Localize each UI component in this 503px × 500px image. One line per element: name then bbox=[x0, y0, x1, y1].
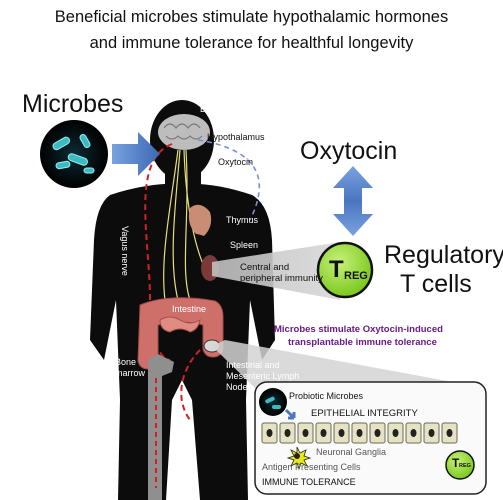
hypothalamus-label: Hypothalamus bbox=[207, 132, 265, 142]
bone-label-2: marrow bbox=[115, 368, 146, 378]
stimulate-line-1: Microbes stimulate Oxytocin-induced bbox=[274, 324, 443, 335]
brain-icon bbox=[158, 114, 210, 150]
oxytocin-label: Oxytocin bbox=[300, 137, 398, 165]
treg-circle bbox=[316, 241, 374, 299]
lymph-label-1: Intestinal and bbox=[226, 360, 280, 370]
small-treg-t: T bbox=[452, 456, 460, 470]
tolerance-label: IMMUNE TOLERANCE bbox=[262, 477, 356, 487]
intestine-label: Intestine bbox=[172, 304, 207, 314]
probiotic-arrow-icon bbox=[284, 408, 296, 420]
bone-label-1: Bone bbox=[115, 357, 137, 367]
stimulate-line-2: transplantable immune tolerance bbox=[288, 337, 437, 348]
oxytocin-treg-double-arrow bbox=[333, 166, 373, 236]
small-treg-sub: REG bbox=[459, 463, 471, 469]
microbes-image-icon bbox=[40, 120, 108, 188]
central-immunity-label-1: Central and bbox=[240, 262, 290, 273]
epithelial-label: EPITHELIAL INTEGRITY bbox=[311, 408, 418, 419]
oxytocin-path bbox=[197, 139, 260, 221]
thymus-icon bbox=[188, 204, 212, 236]
spleen-treg-beam bbox=[212, 242, 340, 300]
ganglia-label: Neuronal Ganglia bbox=[316, 447, 387, 457]
cell-nuclei bbox=[266, 429, 453, 437]
small-treg-circle bbox=[445, 450, 475, 480]
title-line-1: Beneficial microbes stimulate hypothalam… bbox=[54, 8, 449, 26]
oxytocin-small-label: Oxytocin bbox=[218, 157, 254, 167]
lymph-label-2: Mesenteric Lymph bbox=[226, 371, 300, 381]
spleen-label: Spleen bbox=[230, 240, 259, 250]
probiotic-microbe-icon bbox=[259, 388, 287, 416]
bone-icon bbox=[148, 354, 174, 500]
lymph-label-3: Node bbox=[226, 382, 248, 392]
t-cells-label: T cells bbox=[400, 270, 472, 298]
treg-sub: REG bbox=[344, 270, 368, 282]
microbes-label: Microbes bbox=[22, 90, 124, 118]
vagus-lower-path bbox=[180, 349, 201, 421]
central-immunity-label-2: peripheral immunity bbox=[240, 273, 323, 284]
lymph-inset-beam bbox=[212, 340, 485, 388]
microbes-to-brain-arrow bbox=[112, 132, 160, 176]
regulatory-label: Regulatory bbox=[384, 241, 503, 269]
vagus-nerve-label: Vagus nerve bbox=[120, 226, 130, 276]
thymus-label: Thymus bbox=[226, 215, 259, 225]
treg-t: T bbox=[329, 256, 344, 283]
apc-label: Antigen Presenting Cells bbox=[262, 462, 361, 472]
probiotic-label: Probiotic Microbes bbox=[289, 391, 364, 401]
vagus-nerve-path bbox=[144, 143, 173, 361]
title-line-2: and immune tolerance for healthful longe… bbox=[89, 34, 414, 52]
brain-label: Brain bbox=[200, 104, 222, 114]
